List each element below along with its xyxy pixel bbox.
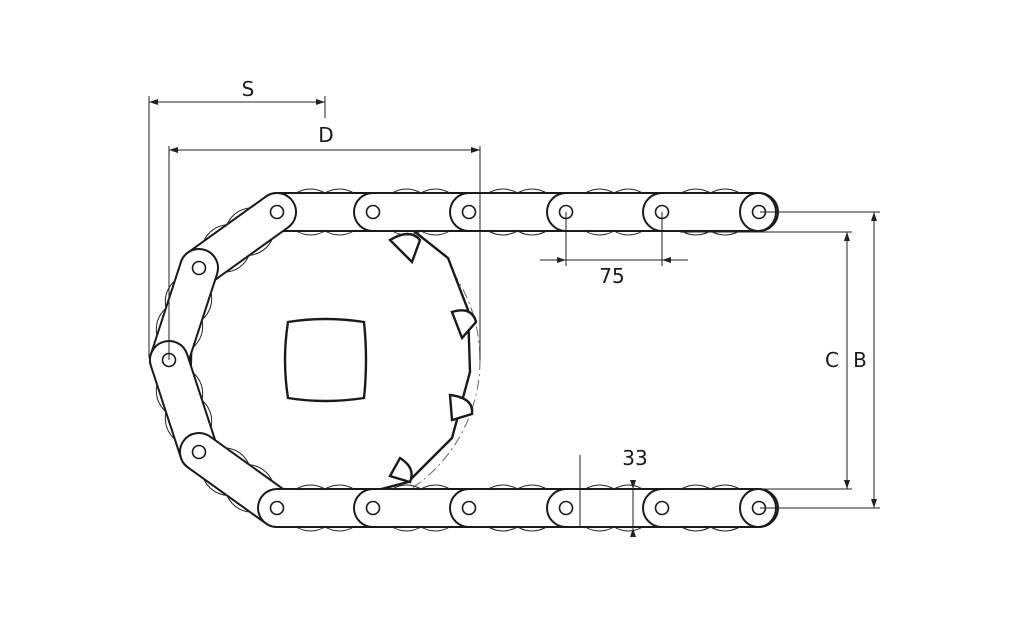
chain-pin — [365, 204, 381, 220]
dimension-d: D — [168, 123, 481, 360]
dimension-d-label: D — [318, 123, 333, 147]
chain-pin — [191, 444, 207, 460]
chain-link-knuckle — [584, 230, 644, 236]
chain-pin — [269, 500, 285, 516]
chain-link-knuckle — [391, 188, 451, 194]
chain-link-knuckle — [192, 372, 213, 428]
chain-pin — [191, 260, 207, 276]
chain-link-knuckle — [584, 484, 644, 490]
chain-link-knuckle — [295, 526, 355, 532]
chain-link-knuckle — [203, 478, 251, 513]
dimension-s-label: S — [242, 77, 255, 101]
chain-pin — [461, 500, 477, 516]
chain-link-knuckle — [681, 188, 740, 194]
dimension-c: C — [680, 231, 852, 490]
chain-link-knuckle — [488, 188, 547, 194]
sprocket-tooth — [450, 309, 478, 341]
sprocket — [188, 222, 478, 502]
dimension-thickness: 33 — [579, 446, 648, 537]
chain-link-knuckle — [681, 526, 740, 532]
chain-link-knuckle — [225, 238, 273, 273]
chain-link-knuckle — [584, 188, 644, 194]
chain-pin — [365, 500, 381, 516]
chain-link-knuckle — [488, 484, 547, 490]
chain-link-knuckle — [391, 526, 451, 532]
chain-pin — [558, 500, 574, 516]
sprocket-bore — [283, 317, 368, 403]
chain-link-knuckle — [584, 526, 644, 532]
chain-link-knuckle — [488, 526, 547, 532]
dimension-pitch-label: 75 — [599, 264, 624, 288]
chain-link-knuckle — [155, 384, 176, 440]
chain-link-knuckle — [391, 230, 451, 236]
dimension-b: B — [760, 211, 880, 509]
sprocket-tooth — [388, 456, 413, 484]
chain-pin — [269, 204, 285, 220]
dimension-b-label: B — [853, 348, 867, 372]
dimension-c-label: C — [825, 348, 839, 372]
chain-link-knuckle — [225, 447, 273, 482]
chain — [149, 188, 779, 532]
chain-link-knuckle — [488, 230, 547, 236]
dimension-pitch: 75 — [540, 212, 688, 288]
chain-link-knuckle — [681, 230, 740, 236]
chain-link-knuckle — [203, 207, 251, 242]
dimension-s: S — [148, 77, 326, 358]
chain-link-knuckle — [192, 292, 213, 348]
chain-link-knuckle — [391, 484, 451, 490]
chain-link-knuckle — [295, 188, 355, 194]
sprocket-tooth — [448, 393, 474, 422]
dimension-thickness-label: 33 — [622, 446, 647, 470]
chain-link-knuckle — [295, 484, 355, 490]
chain-pin — [461, 204, 477, 220]
chain-pin — [654, 500, 670, 516]
chain-link-knuckle — [295, 230, 355, 236]
